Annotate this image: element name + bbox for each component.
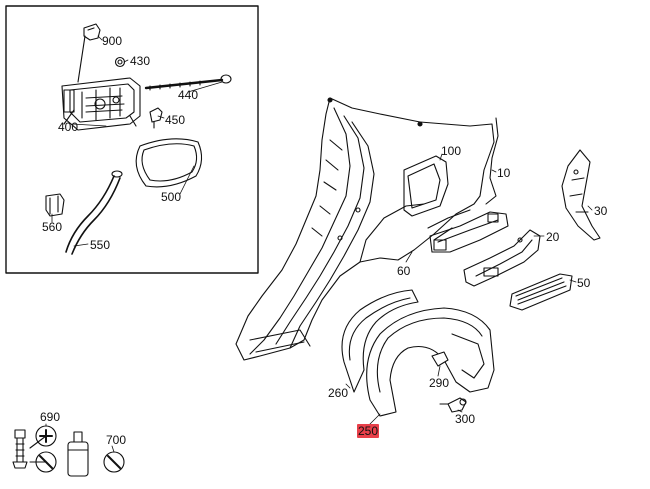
drain-hose-550[interactable] xyxy=(65,170,123,255)
bracket-20[interactable] xyxy=(463,229,541,287)
screw-300[interactable] xyxy=(439,397,467,413)
part-label-100[interactable]: 100 xyxy=(441,144,462,158)
part-label-260[interactable]: 260 xyxy=(328,386,349,400)
bolt-icon xyxy=(12,429,28,469)
wheel-liner-250[interactable] xyxy=(366,307,495,417)
part-label-900[interactable]: 900 xyxy=(102,34,123,48)
part-label-20[interactable]: 20 xyxy=(546,230,560,244)
nut-290[interactable] xyxy=(431,351,449,367)
vent-grille-50[interactable] xyxy=(509,273,573,311)
part-label-430[interactable]: 430 xyxy=(130,54,151,68)
extension-10[interactable] xyxy=(429,211,509,253)
fuel-flap-housing[interactable] xyxy=(61,77,141,131)
part-label-30[interactable]: 30 xyxy=(594,204,608,218)
part-label-450[interactable]: 450 xyxy=(165,113,186,127)
wrench-icon-3 xyxy=(103,451,125,473)
clip-560[interactable] xyxy=(45,193,65,217)
fuel-door-500[interactable] xyxy=(135,138,203,188)
tool-leader-lines xyxy=(29,435,47,463)
part-label-60[interactable]: 60 xyxy=(397,264,411,278)
part-label-700[interactable]: 700 xyxy=(106,433,127,447)
inset-frame xyxy=(5,5,259,274)
part-label-500[interactable]: 500 xyxy=(161,190,182,204)
part-label-400[interactable]: 400 xyxy=(58,120,79,134)
clip-900[interactable] xyxy=(77,23,101,83)
main-area xyxy=(6,273,646,481)
part-label-10[interactable]: 10 xyxy=(497,166,511,180)
part-label-440[interactable]: 440 xyxy=(178,88,199,102)
part-label-290[interactable]: 290 xyxy=(429,376,450,390)
screw-450[interactable] xyxy=(149,107,163,129)
part-label-690[interactable]: 690 xyxy=(40,410,61,424)
part-label-300[interactable]: 300 xyxy=(455,412,476,426)
bottle-icon xyxy=(67,431,89,477)
ring-430[interactable] xyxy=(114,56,126,68)
part-label-50[interactable]: 50 xyxy=(577,276,591,290)
cable-440[interactable] xyxy=(144,74,232,91)
wheel-liner-260[interactable] xyxy=(341,289,419,393)
part-label-550[interactable]: 550 xyxy=(90,238,111,252)
cover-100[interactable] xyxy=(403,155,449,217)
part-label-250-highlighted[interactable]: 250 xyxy=(357,424,380,438)
part-label-560[interactable]: 560 xyxy=(42,220,63,234)
side-panel-60[interactable] xyxy=(235,97,499,361)
bracket-30[interactable] xyxy=(561,149,601,241)
leader-lines xyxy=(45,35,593,453)
